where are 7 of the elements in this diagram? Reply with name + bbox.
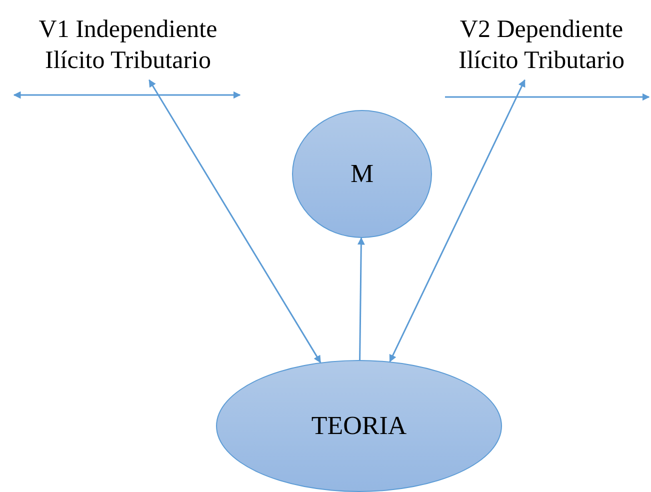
arrow [389,79,526,362]
variable-label: V2 Dependiente Ilícito Tributario [458,14,626,76]
variable-label: V1 Independiente Ilícito Tributario [38,14,218,76]
arrow [148,79,322,364]
node-label: TEORIA [311,410,407,442]
node-label: M [350,158,374,190]
arrow [357,237,365,360]
